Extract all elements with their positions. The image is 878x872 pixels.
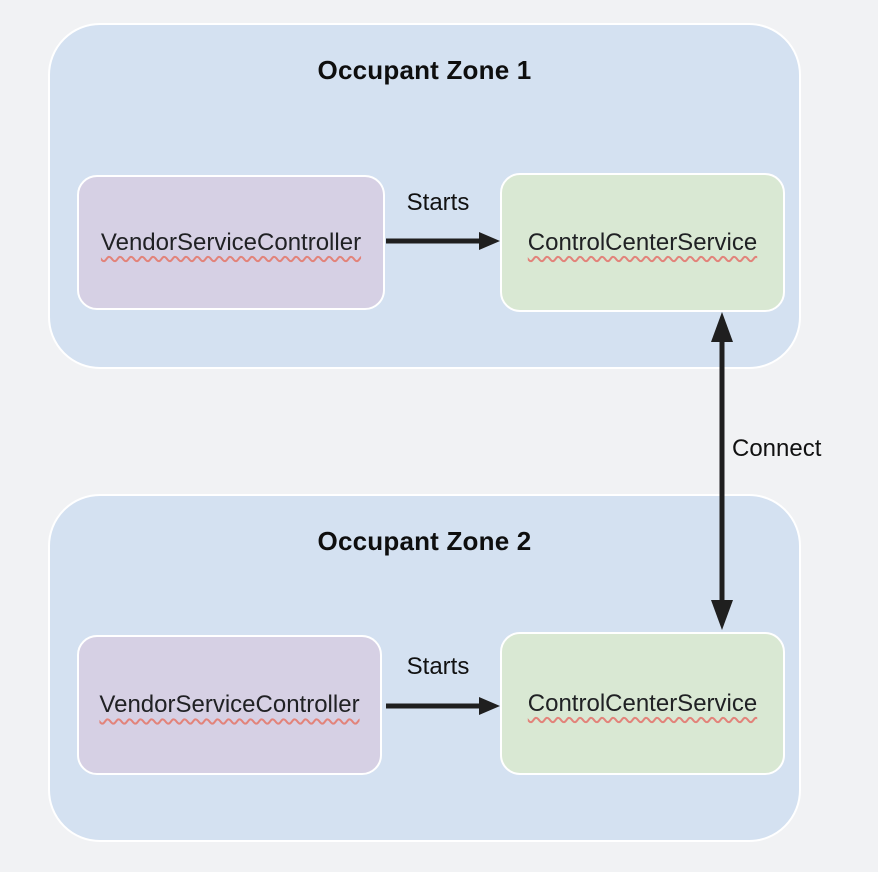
starts-label-zone1: Starts bbox=[406, 189, 470, 216]
control-center-service-node-zone2: ControlCenterService bbox=[500, 632, 785, 775]
vendor-service-controller-label-zone1: VendorServiceController bbox=[100, 228, 362, 256]
starts-arrow-zone1 bbox=[386, 232, 500, 250]
starts-arrow-zone2 bbox=[386, 697, 500, 715]
vendor-service-controller-node-zone2: VendorServiceController bbox=[77, 635, 382, 775]
occupant-zone-2-title: Occupant Zone 2 bbox=[317, 526, 532, 556]
connect-arrow bbox=[711, 312, 733, 630]
vendor-service-controller-node-zone1: VendorServiceController bbox=[77, 175, 385, 310]
connect-label: Connect bbox=[732, 435, 822, 462]
vendor-service-controller-label-zone2: VendorServiceController bbox=[99, 691, 360, 718]
occupant-zone-1-title: Occupant Zone 1 bbox=[317, 55, 532, 85]
control-center-service-label-zone1: ControlCenterService bbox=[527, 228, 758, 256]
starts-label-zone2: Starts bbox=[406, 653, 470, 680]
control-center-service-node-zone1: ControlCenterService bbox=[500, 173, 785, 312]
control-center-service-label-zone2: ControlCenterService bbox=[527, 689, 758, 717]
